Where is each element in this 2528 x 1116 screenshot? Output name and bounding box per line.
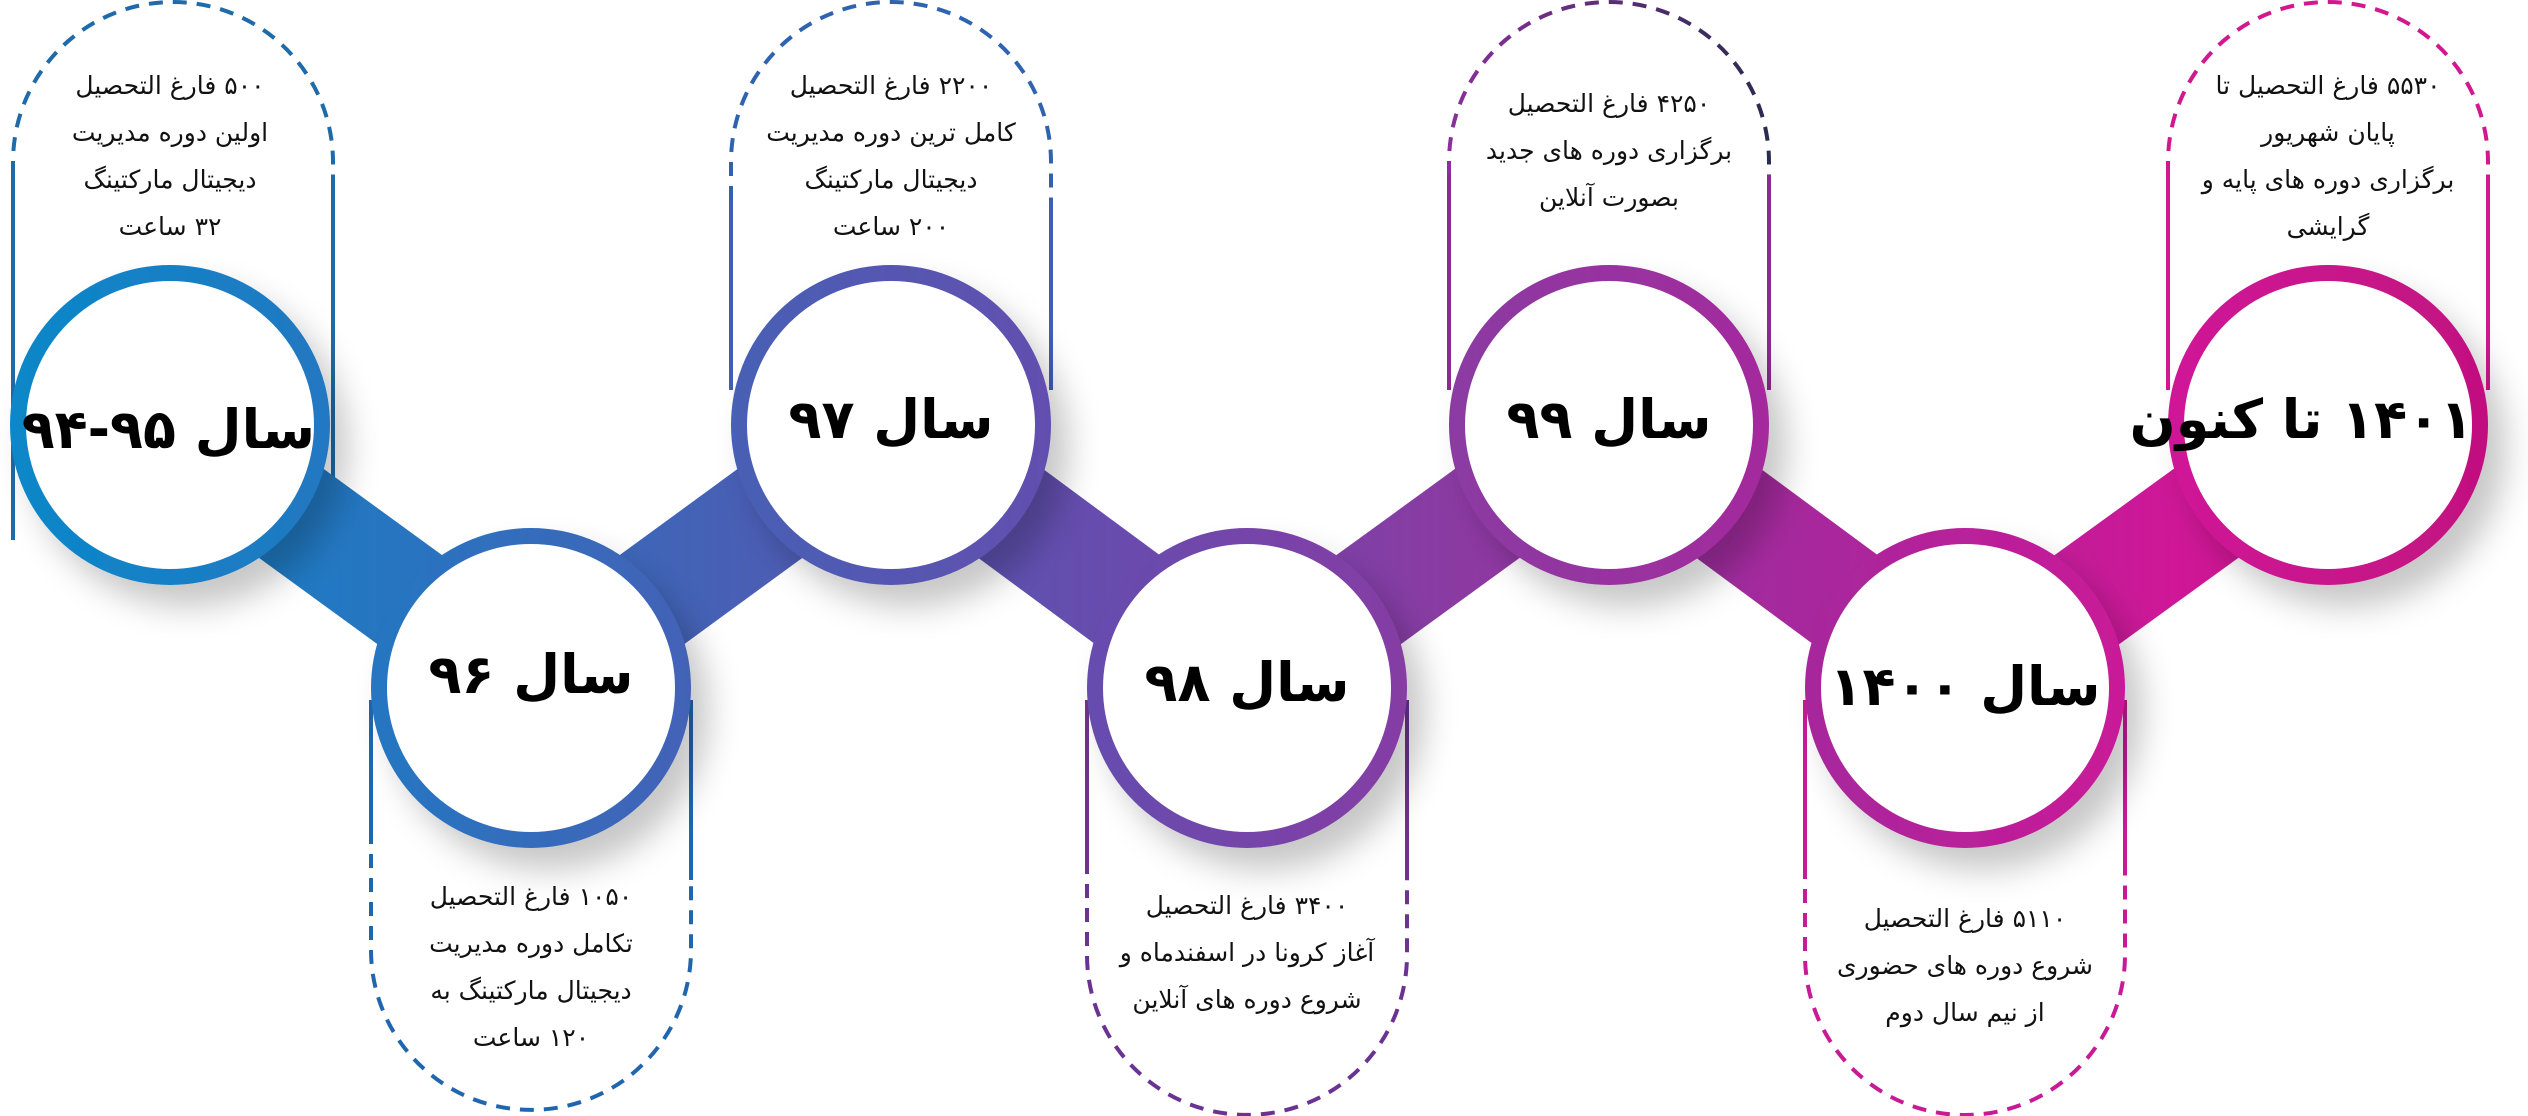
milestone-circle-96 (371, 528, 691, 848)
description-line: دیجیتال مارکتینگ (804, 165, 978, 194)
description-line: ۵۰۰ فارغ التحصیل (75, 71, 265, 100)
description-line: برگزاری دوره های جدید (1485, 136, 1733, 165)
description-line: شروع دوره های آنلاین (1132, 985, 1362, 1014)
description-line: اولین دوره مدیریت (71, 118, 269, 147)
capsule-outline-94-95 (11, 0, 335, 175)
description-line: ۲۰۰ ساعت (832, 212, 950, 241)
description-line: ۱۰۵۰ فارغ التحصیل (429, 882, 633, 911)
milestone-description-99: ۴۲۵۰ فارغ التحصیل برگزاری دوره های جدید … (1459, 80, 1759, 221)
description-line: گرایشی (2286, 212, 2370, 241)
milestone-circle-97 (731, 265, 1051, 585)
milestone-circle-94-95 (10, 265, 330, 585)
description-line: ۵۵۳۰ فارغ التحصیل تا (2215, 71, 2441, 100)
capsule-outline-1400 (1803, 865, 2127, 1116)
milestone-circle-1400 (1805, 528, 2125, 848)
milestone-label: سال ۹۹ (1506, 388, 1712, 451)
description-line: ۳۴۰۰ فارغ التحصیل (1145, 891, 1349, 920)
capsule-outline-96 (369, 830, 693, 1112)
description-line: از نیم سال دوم (1885, 998, 2045, 1027)
milestone-description-98: ۳۴۰۰ فارغ التحصیل آغاز کرونا در اسفندماه… (1097, 882, 1397, 1023)
description-line: برگزاری دوره های پایه و (2201, 165, 2455, 194)
milestone-description-94-95: ۵۰۰ فارغ التحصیل اولین دوره مدیریت دیجیت… (20, 62, 320, 250)
milestone-circle-99 (1449, 265, 1769, 585)
description-line: ۴۲۵۰ فارغ التحصیل (1507, 89, 1711, 118)
description-line: ۲۲۰۰ فارغ التحصیل (789, 71, 993, 100)
description-line: ۱۲۰ ساعت (472, 1023, 590, 1052)
description-line: بصورت آنلاین (1539, 183, 1679, 212)
capsule-outline-1401 (2166, 0, 2490, 175)
description-line: شروع دوره های حضوری (1836, 951, 2093, 980)
milestone-circles (10, 265, 2488, 848)
milestone-label: سال ۹۵-۹۴ (21, 398, 315, 461)
milestone-circle-1401 (2168, 265, 2488, 585)
milestone-description-1401: ۵۵۳۰ فارغ التحصیل تا پایان شهریور برگزار… (2178, 62, 2478, 250)
description-line: تکامل دوره مدیریت (429, 929, 633, 958)
capsule-outline-98 (1085, 860, 1409, 1116)
description-line: کامل ترین دوره مدیریت (766, 118, 1016, 147)
milestone-description-1400: ۵۱۱۰ فارغ التحصیل شروع دوره های حضوری از… (1815, 895, 2115, 1036)
capsule-outline-97 (729, 0, 1053, 200)
milestone-label: سال ۹۷ (788, 388, 994, 451)
milestone-label: سال ۹۸ (1144, 651, 1350, 714)
milestone-circle-98 (1087, 528, 1407, 848)
milestone-label: سال ۱۴۰۰ (1829, 655, 2101, 718)
description-line: ۳۲ ساعت (118, 212, 222, 241)
milestone-description-97: ۲۲۰۰ فارغ التحصیل کامل ترین دوره مدیریت … (741, 62, 1041, 250)
description-line: پایان شهریور (2261, 118, 2395, 147)
bottom-capsule-outlines (369, 700, 2127, 1116)
milestone-label: سال ۹۶ (428, 643, 634, 706)
description-line: ۵۱۱۰ فارغ التحصیل (1863, 904, 2067, 933)
description-line: دیجیتال مارکتینگ به (430, 976, 632, 1005)
top-capsule-outlines (11, 0, 2490, 540)
milestone-label: ۱۴۰۱ تا کنون (2129, 388, 2473, 451)
description-line: دیجیتال مارکتینگ (83, 165, 257, 194)
description-line: آغاز کرونا در اسفندماه و (1119, 938, 1375, 967)
capsule-outline-99 (1447, 0, 1771, 175)
milestone-description-96: ۱۰۵۰ فارغ التحصیل تکامل دوره مدیریت دیجی… (381, 873, 681, 1061)
